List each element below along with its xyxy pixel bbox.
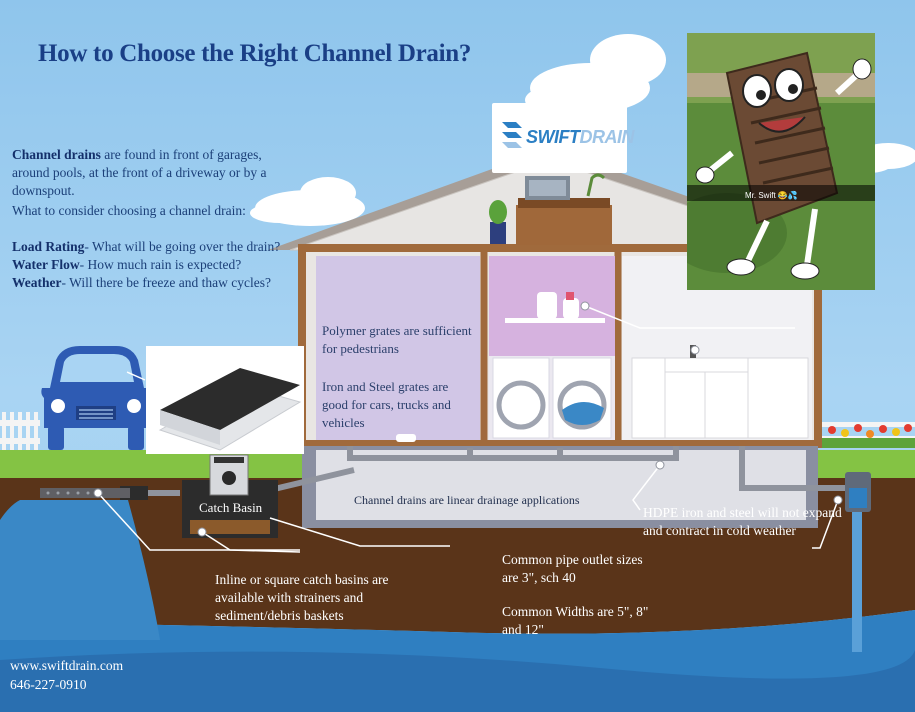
swiftdrain-logo: SWIFTDRAIN — [492, 103, 634, 173]
common-widths-note: Common Widths are 5", 8" and 12" — [502, 604, 649, 637]
plant-pot — [490, 222, 506, 244]
page-title: How to Choose the Right Channel Drain? — [38, 40, 472, 67]
factor-load-rating: Load Rating- What will be going over the… — [12, 239, 281, 254]
factor-weather: Weather- Will there be freeze and thaw c… — [12, 275, 271, 290]
catch-basin-note: Inline or square catch basins are availa… — [215, 572, 389, 623]
polymer-grates-text: Polymer grates are sufficient for pedest… — [322, 323, 472, 356]
factor-water-flow: Water Flow- How much rain is expected? — [12, 257, 242, 272]
consider-heading: What to consider choosing a channel drai… — [12, 203, 246, 218]
room-left — [316, 256, 480, 440]
phone: 646-227-0910 — [10, 677, 87, 692]
channel-drain-photo — [146, 346, 304, 454]
intro-text: Channel drains are found in front of gar… — [12, 147, 267, 198]
attic-desk — [516, 205, 612, 245]
desk-lamp — [586, 173, 606, 197]
left-fence — [0, 412, 40, 450]
catch-basin-label: Catch Basin — [199, 500, 263, 515]
logo-mark-icon — [502, 122, 522, 148]
drain-outflow — [0, 500, 160, 640]
logo-wordmark: SWIFTDRAIN — [526, 127, 634, 147]
mascot-photo — [687, 33, 875, 290]
iron-grates-text: Iron and Steel grates are good for cars,… — [322, 379, 451, 430]
surface-drain — [40, 488, 130, 498]
pipe-outlet-note: Common pipe outlet sizes are 3", sch 40 — [502, 552, 643, 585]
detergent-bottle — [537, 292, 557, 319]
linear-drainage-label: Channel drains are linear drainage appli… — [354, 493, 580, 507]
downspout-pipe — [852, 512, 862, 652]
website: www.swiftdrain.com — [10, 658, 124, 673]
car — [41, 346, 151, 450]
flowers — [822, 424, 915, 448]
hdpe-note: HDPE iron and steel will not expand and … — [643, 505, 842, 538]
mascot-caption: Mr. Swift 😂💦 — [745, 191, 798, 200]
callout-lines — [97, 305, 839, 553]
laundry-shelf — [505, 318, 605, 323]
